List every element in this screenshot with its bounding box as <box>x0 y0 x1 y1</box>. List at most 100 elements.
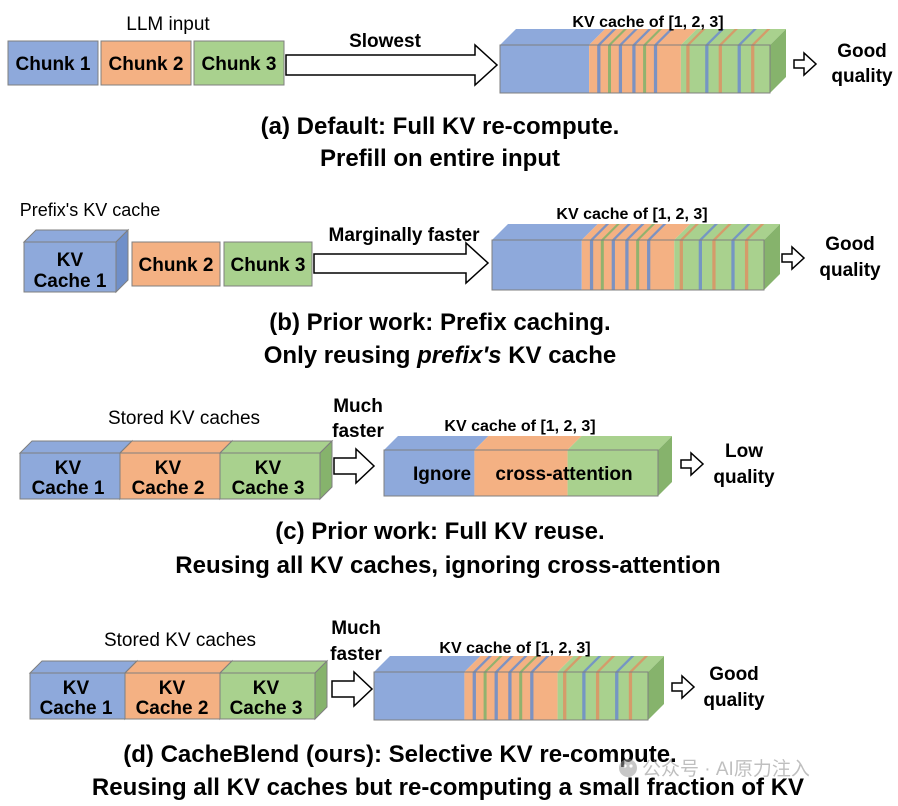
kv-stripe-blue <box>582 672 586 720</box>
panel-b-quality-arrow <box>781 245 806 271</box>
kv-stripe-top-blue <box>589 224 610 240</box>
kv-stripe-top-blue <box>618 29 639 45</box>
kv-stripe-top-orange <box>686 29 706 45</box>
kv-stripe-orange <box>751 45 755 93</box>
kv-stripe-top-blue <box>737 29 757 45</box>
panel-c-kv-bar <box>383 436 672 497</box>
panel-d-input-label: Stored KV caches <box>104 630 256 651</box>
panel-a-chunk-2 <box>100 40 192 86</box>
kv-segment-green <box>557 672 648 720</box>
panel-b-chunk-3 <box>223 241 313 287</box>
panel-a-kv-bar <box>499 29 786 94</box>
panel-b-caption-line2-pre: Only reusing <box>264 342 417 369</box>
kv-stripe-top-blue <box>653 29 674 45</box>
kv-stripe-top-blue <box>597 29 617 45</box>
kv-top-green <box>567 436 672 450</box>
kv-top-blue <box>374 656 481 672</box>
panel-c-input-label: Stored KV caches <box>108 408 260 429</box>
cube-front-face <box>23 241 117 293</box>
panel-c-kv-text-ignore: Ignore <box>413 464 471 485</box>
panel-c-cache-1-line1: KV <box>55 458 82 479</box>
kv-stripe-top-green <box>519 656 539 672</box>
kv-stripe-top-orange <box>595 656 616 672</box>
panel-c-caption-line2: Reusing all KV caches, ignoring cross-at… <box>175 552 720 579</box>
kv-segment-orange <box>474 450 568 496</box>
kv-top-green <box>557 656 664 672</box>
kv-stripe-top-orange <box>628 656 649 672</box>
panel-a-kv-label: KV cache of [1, 2, 3] <box>572 14 723 31</box>
cube-front-face <box>219 452 321 500</box>
panel-b-kv-label: KV cache of [1, 2, 3] <box>556 206 707 223</box>
panel-a-chunk-3 <box>193 40 285 86</box>
wechat-icon-eye-left <box>623 764 627 768</box>
kv-stripe-top-green <box>608 29 627 45</box>
kv-stripe-blue <box>589 240 594 290</box>
cube-front-face <box>29 672 126 720</box>
panel-b-chunk-2-label: Chunk 2 <box>139 255 214 276</box>
panel-d-arrow-line1: Much <box>331 618 381 639</box>
panel-b-caption-line1: (b) Prior work: Prefix caching. <box>269 309 610 336</box>
kv-stripe-top-orange <box>744 224 765 240</box>
panel-a-quality-arrow <box>793 51 818 77</box>
kv-stripe-top-orange <box>718 29 738 45</box>
panel-c-cache-3-line2: Cache 3 <box>232 478 305 499</box>
kv-stripe-blue <box>508 672 512 720</box>
panel-b-kv-bar <box>491 224 780 291</box>
panel-c-arrow-line1: Much <box>333 396 383 417</box>
kv-stripe-blue <box>705 45 709 93</box>
panel-c-quality-line1: Low <box>725 441 763 462</box>
kv-stripe-top-blue <box>508 656 528 672</box>
kv-top-blue <box>500 29 606 45</box>
panel-d-arrow-line2: faster <box>330 644 382 665</box>
cube-top-face <box>218 440 334 454</box>
panel-a-arrow-label: Slowest <box>349 31 421 52</box>
panel-d-arrow <box>331 670 374 708</box>
panel-b-quality-line2: quality <box>819 260 881 281</box>
kv-stripe-blue <box>632 45 636 93</box>
panel-c-arrow-line2: faster <box>332 421 384 442</box>
kv-stripe-top-blue <box>647 224 667 240</box>
panel-d-cache-2-line2: Cache 2 <box>136 698 209 719</box>
kv-stripe-top-orange <box>712 224 732 240</box>
kv-stripe-blue <box>494 672 498 720</box>
kv-stripe-top-orange <box>751 29 771 45</box>
kv-stripe-top-blue <box>615 656 635 672</box>
panel-d-caption-line2: Reusing all KV caches but re-computing a… <box>92 774 804 801</box>
kv-side-face <box>658 436 672 496</box>
panel-b-chunk-3-label: Chunk 3 <box>231 255 306 276</box>
kv-stripe-blue <box>653 45 658 93</box>
cube-top-face <box>218 660 329 674</box>
panel-a-input-label: LLM input <box>126 14 210 35</box>
panel-d-quality-arrow <box>671 674 696 700</box>
kv-top-blue <box>492 224 598 240</box>
kv-stripe-blue <box>472 672 476 720</box>
kv-top-orange <box>474 436 582 450</box>
cube-top-face <box>123 660 234 674</box>
panel-d-cache-1-line2: Cache 1 <box>40 698 113 719</box>
panel-c-cache-3-line1: KV <box>255 458 282 479</box>
kv-stripe-top-green <box>483 656 503 672</box>
kv-outline <box>373 671 649 721</box>
kv-stripe-top-green <box>636 224 656 240</box>
kv-outline <box>499 44 771 94</box>
panel-b-cache-1-line2: Cache 1 <box>34 271 107 292</box>
kv-stripe-orange <box>679 240 683 290</box>
kv-stripe-blue <box>530 672 534 720</box>
kv-stripe-top-blue <box>698 224 718 240</box>
kv-stripe-top-blue <box>705 29 725 45</box>
cube-top-face <box>18 440 134 454</box>
cube-top-face <box>28 660 139 674</box>
panel-a-quality-line2: quality <box>831 66 893 87</box>
kv-stripe-top-blue <box>494 656 514 672</box>
watermark: 公众号 · AI原力注入 <box>619 758 810 780</box>
panel-c-quality-arrow <box>680 451 705 477</box>
panel-b-caption-line2-em: prefix's <box>416 342 501 369</box>
panel-b-caption-line2: Only reusing prefix's KV cache <box>264 342 617 369</box>
kv-segment-green <box>680 45 770 93</box>
watermark-text: 公众号 · AI原力注入 <box>642 758 810 780</box>
panel-c-quality-line2: quality <box>713 467 775 488</box>
kv-stripe-green <box>608 45 611 93</box>
panel-d-cache-2-line1: KV <box>159 678 186 699</box>
